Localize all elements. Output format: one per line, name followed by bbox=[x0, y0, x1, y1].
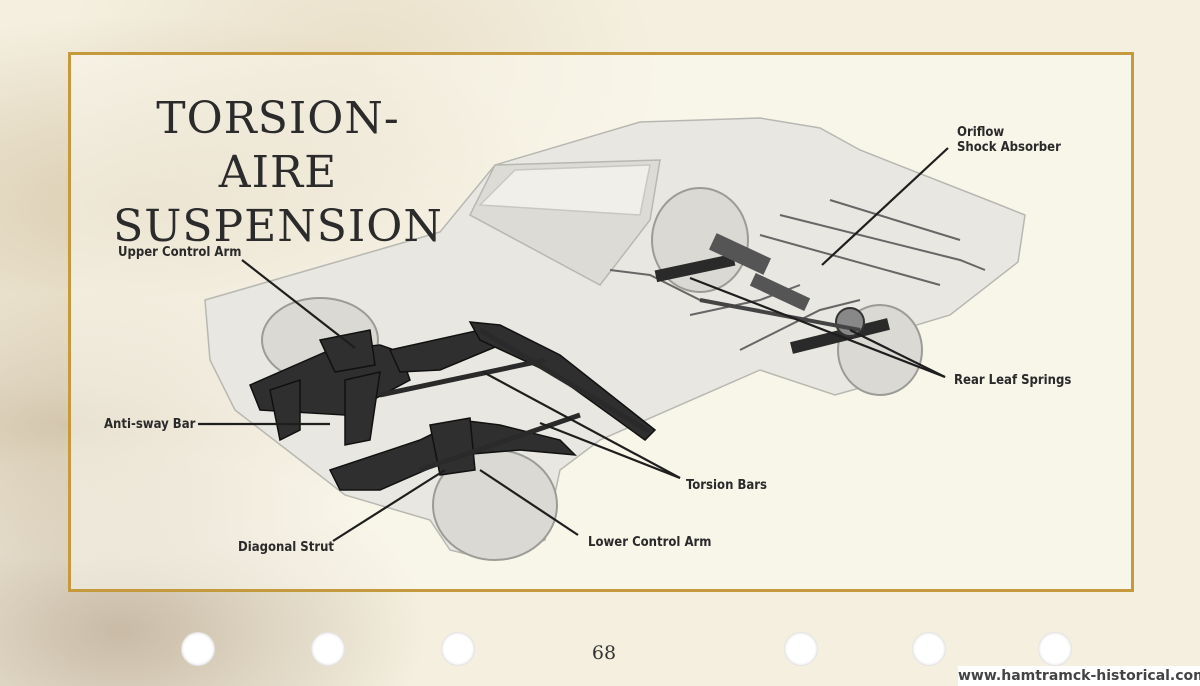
binder-hole bbox=[1038, 632, 1072, 666]
label-upper-control-arm: Upper Control Arm bbox=[118, 245, 242, 260]
binder-hole bbox=[311, 632, 345, 666]
title-line-1: TORSION-AIRE bbox=[156, 93, 400, 198]
leader-diagonal-strut bbox=[332, 469, 446, 542]
leader-upper-control-arm bbox=[241, 259, 356, 349]
binder-hole bbox=[784, 632, 818, 666]
leader-oriflow bbox=[821, 147, 949, 266]
title-line-2: SUSPENSION bbox=[113, 201, 443, 252]
label-rear-leaf-springs: Rear Leaf Springs bbox=[954, 373, 1072, 388]
leader-rear-leaf-springs-1 bbox=[689, 276, 946, 379]
page-number: 68 bbox=[591, 642, 617, 664]
binder-hole bbox=[912, 632, 946, 666]
label-oriflow-line-2: Shock Absorber bbox=[957, 140, 1061, 155]
label-oriflow-shock-absorber: Oriflow Shock Absorber bbox=[957, 125, 1061, 155]
watermark: www.hamtramck-historical.com bbox=[958, 666, 1200, 686]
label-diagonal-strut: Diagonal Strut bbox=[238, 540, 335, 555]
label-oriflow-line-1: Oriflow bbox=[957, 125, 1005, 140]
label-lower-control-arm: Lower Control Arm bbox=[588, 535, 712, 550]
leader-lines bbox=[198, 147, 949, 542]
leader-lower-control-arm bbox=[479, 469, 579, 536]
binder-hole bbox=[441, 632, 475, 666]
binder-hole bbox=[181, 632, 215, 666]
label-torsion-bars: Torsion Bars bbox=[686, 478, 767, 493]
leader-torsion-bars-2 bbox=[539, 421, 681, 480]
label-anti-sway-bar: Anti-sway Bar bbox=[104, 417, 196, 432]
leader-torsion-bars-1 bbox=[482, 371, 681, 479]
leader-rear-leaf-springs-2 bbox=[849, 329, 946, 378]
page-title: TORSION-AIRE SUSPENSION bbox=[108, 92, 448, 254]
front-suspension-rods bbox=[379, 327, 652, 473]
